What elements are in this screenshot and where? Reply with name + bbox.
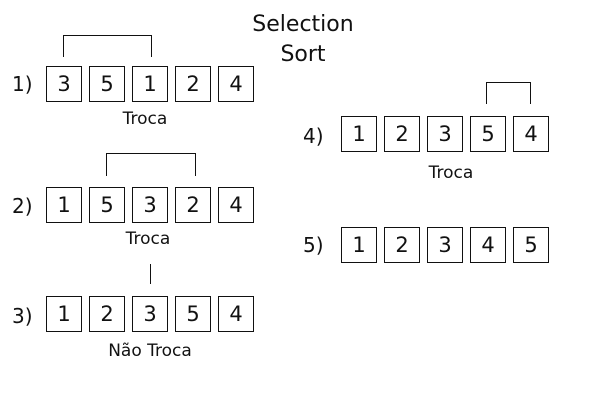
step-1-cell-2: 5 bbox=[89, 66, 125, 102]
step-1-cell-3: 1 bbox=[132, 66, 168, 102]
step-4-caption: Troca bbox=[428, 163, 474, 183]
step-2-cell-2: 5 bbox=[89, 187, 125, 223]
step-5-cell-4: 4 bbox=[470, 227, 506, 263]
step-2-caption: Troca bbox=[125, 229, 171, 249]
step-2-cell-4: 2 bbox=[175, 187, 211, 223]
step-3-cell-1: 1 bbox=[46, 296, 82, 332]
step-4-cell-3: 3 bbox=[427, 116, 463, 152]
step-4-swap-bracket bbox=[486, 82, 531, 104]
step-3-cell-3: 3 bbox=[132, 296, 168, 332]
step-5-cell-3: 3 bbox=[427, 227, 463, 263]
step-1-cell-1: 3 bbox=[46, 66, 82, 102]
step-2-swap-bracket bbox=[106, 153, 196, 176]
step-3-label: 3) bbox=[12, 304, 33, 328]
step-5-label: 5) bbox=[303, 233, 324, 257]
step-2-cell-1: 1 bbox=[46, 187, 82, 223]
step-4-cell-5: 4 bbox=[513, 116, 549, 152]
step-4-cell-4: 5 bbox=[470, 116, 506, 152]
step-5-cell-5: 5 bbox=[513, 227, 549, 263]
step-3-cell-5: 4 bbox=[218, 296, 254, 332]
step-1-cell-4: 2 bbox=[175, 66, 211, 102]
step-1-caption: Troca bbox=[122, 109, 168, 129]
step-2-cell-5: 4 bbox=[218, 187, 254, 223]
step-3-compare-marker bbox=[150, 264, 151, 284]
step-4-label: 4) bbox=[303, 124, 324, 148]
step-3-cell-2: 2 bbox=[89, 296, 125, 332]
step-1-cell-5: 4 bbox=[218, 66, 254, 102]
step-1-label: 1) bbox=[12, 72, 33, 96]
step-2-cell-3: 3 bbox=[132, 187, 168, 223]
step-3-caption: Não Troca bbox=[108, 341, 192, 361]
step-4-cell-1: 1 bbox=[341, 116, 377, 152]
step-3-cell-4: 5 bbox=[175, 296, 211, 332]
step-5-cell-2: 2 bbox=[384, 227, 420, 263]
step-5-cell-1: 1 bbox=[341, 227, 377, 263]
step-1-swap-bracket bbox=[63, 35, 152, 57]
step-4-cell-2: 2 bbox=[384, 116, 420, 152]
diagram-title: Selection Sort bbox=[252, 12, 354, 67]
step-2-label: 2) bbox=[12, 194, 33, 218]
